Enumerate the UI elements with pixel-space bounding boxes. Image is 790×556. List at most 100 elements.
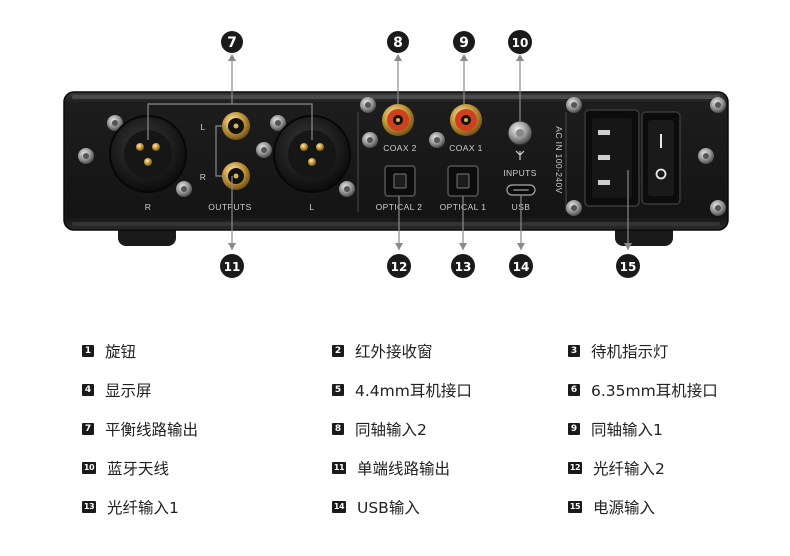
coax1-label: COAX 1 (449, 143, 483, 153)
svg-text:9: 9 (459, 35, 469, 51)
usb-c-input (506, 184, 536, 196)
legend-item: 10 蓝牙天线 (82, 458, 169, 478)
legend-number-badge: 1 (82, 345, 94, 357)
inputs-label: INPUTS (503, 168, 537, 178)
screw-icon (360, 97, 376, 113)
legend-text: USB输入 (357, 499, 420, 517)
legend-number-badge: 6 (568, 384, 580, 396)
svg-text:8: 8 (393, 35, 403, 51)
xlr-right-connector (109, 115, 187, 193)
power-switch (641, 111, 681, 205)
rca-right-output (222, 162, 250, 190)
legend-number-badge: 7 (82, 423, 94, 435)
legend-text: 单端线路输出 (357, 460, 451, 478)
coax2-input (382, 104, 414, 136)
screw-icon (270, 115, 286, 131)
rca-left-output (222, 112, 250, 140)
callout-13: 13 (451, 254, 475, 278)
legend-text: 同轴输入2 (355, 421, 427, 439)
svg-text:15: 15 (620, 260, 637, 274)
legend-number-badge: 4 (82, 384, 94, 396)
legend-text: 4.4mm耳机接口 (355, 382, 472, 400)
coax1-input (450, 104, 482, 136)
svg-text:7: 7 (227, 35, 237, 51)
screw-icon (362, 132, 378, 148)
callout-10: 10 (508, 30, 532, 54)
ac-in-label: AC IN 100-240V (554, 126, 564, 194)
legend-item: 1 旋钮 (82, 341, 136, 361)
legend-item: 13 光纤输入1 (82, 497, 179, 517)
leader-arrowheads (228, 54, 632, 250)
legend-text: 平衡线路输出 (105, 421, 199, 439)
legend-text: 显示屏 (105, 382, 152, 400)
iec-power-socket (584, 109, 640, 207)
svg-text:14: 14 (513, 260, 530, 274)
legend-item: 4 显示屏 (82, 380, 152, 400)
xlr-right-label: R (145, 202, 152, 212)
legend-item: 5 4.4mm耳机接口 (332, 380, 472, 400)
legend-text: 光纤输入2 (593, 460, 665, 478)
coax2-label: COAX 2 (383, 143, 417, 153)
outputs-label: OUTPUTS (208, 202, 251, 212)
legend-number-badge: 9 (568, 423, 580, 435)
screw-icon (710, 200, 726, 216)
screw-icon (698, 148, 714, 164)
callout-9: 9 (453, 31, 475, 53)
screw-icon (339, 181, 355, 197)
screw-icon (256, 142, 272, 158)
legend-text: 待机指示灯 (591, 343, 669, 361)
legend-item: 15 电源输入 (568, 497, 655, 517)
legend-number-badge: 5 (332, 384, 344, 396)
svg-text:13: 13 (455, 260, 472, 274)
callout-15: 15 (616, 254, 640, 278)
rca-left-label: L (200, 122, 205, 132)
svg-text:11: 11 (224, 260, 241, 274)
callout-7: 7 (221, 31, 243, 53)
legend-number-badge: 13 (82, 501, 96, 513)
legend-item: 9 同轴输入1 (568, 419, 663, 439)
legend-number-badge: 3 (568, 345, 580, 357)
legend-text: 蓝牙天线 (107, 460, 170, 478)
legend-text: 红外接收窗 (355, 343, 433, 361)
callout-8: 8 (387, 31, 409, 53)
legend-item: 12 光纤输入2 (568, 458, 665, 478)
callout-14: 14 (509, 254, 533, 278)
callout-12: 12 (387, 254, 411, 278)
legend-text: 旋钮 (105, 343, 137, 361)
optical2-input (384, 165, 416, 197)
rca-right-label: R (200, 172, 207, 182)
screw-icon (566, 200, 582, 216)
legend-number-badge: 11 (332, 462, 346, 474)
legend-text: 同轴输入1 (591, 421, 663, 439)
legend-text: 光纤输入1 (107, 499, 179, 517)
screw-icon (78, 148, 94, 164)
screw-icon (429, 132, 445, 148)
legend-item: 3 待机指示灯 (568, 341, 669, 361)
leader-11 (215, 125, 226, 177)
chassis-top-edge (72, 95, 720, 99)
legend-number-badge: 10 (82, 462, 96, 474)
chassis-bottom-edge (72, 222, 720, 226)
callout-11: 11 (220, 254, 244, 278)
legend-number-badge: 15 (568, 501, 582, 513)
screw-icon (710, 97, 726, 113)
screw-icon (566, 97, 582, 113)
xlr-left-connector (273, 115, 351, 193)
svg-text:10: 10 (512, 36, 529, 50)
leader-lines (147, 58, 629, 250)
legend-text: 电源输入 (593, 499, 656, 517)
screw-icon (107, 115, 123, 131)
legend-item: 7 平衡线路输出 (82, 419, 198, 439)
svg-text:12: 12 (391, 260, 408, 274)
antenna-icon (515, 150, 525, 160)
screw-icon (176, 181, 192, 197)
legend-item: 11 单端线路输出 (332, 458, 450, 478)
legend-number-badge: 12 (568, 462, 582, 474)
bluetooth-antenna-connector (507, 120, 533, 146)
optical1-input (447, 165, 479, 197)
